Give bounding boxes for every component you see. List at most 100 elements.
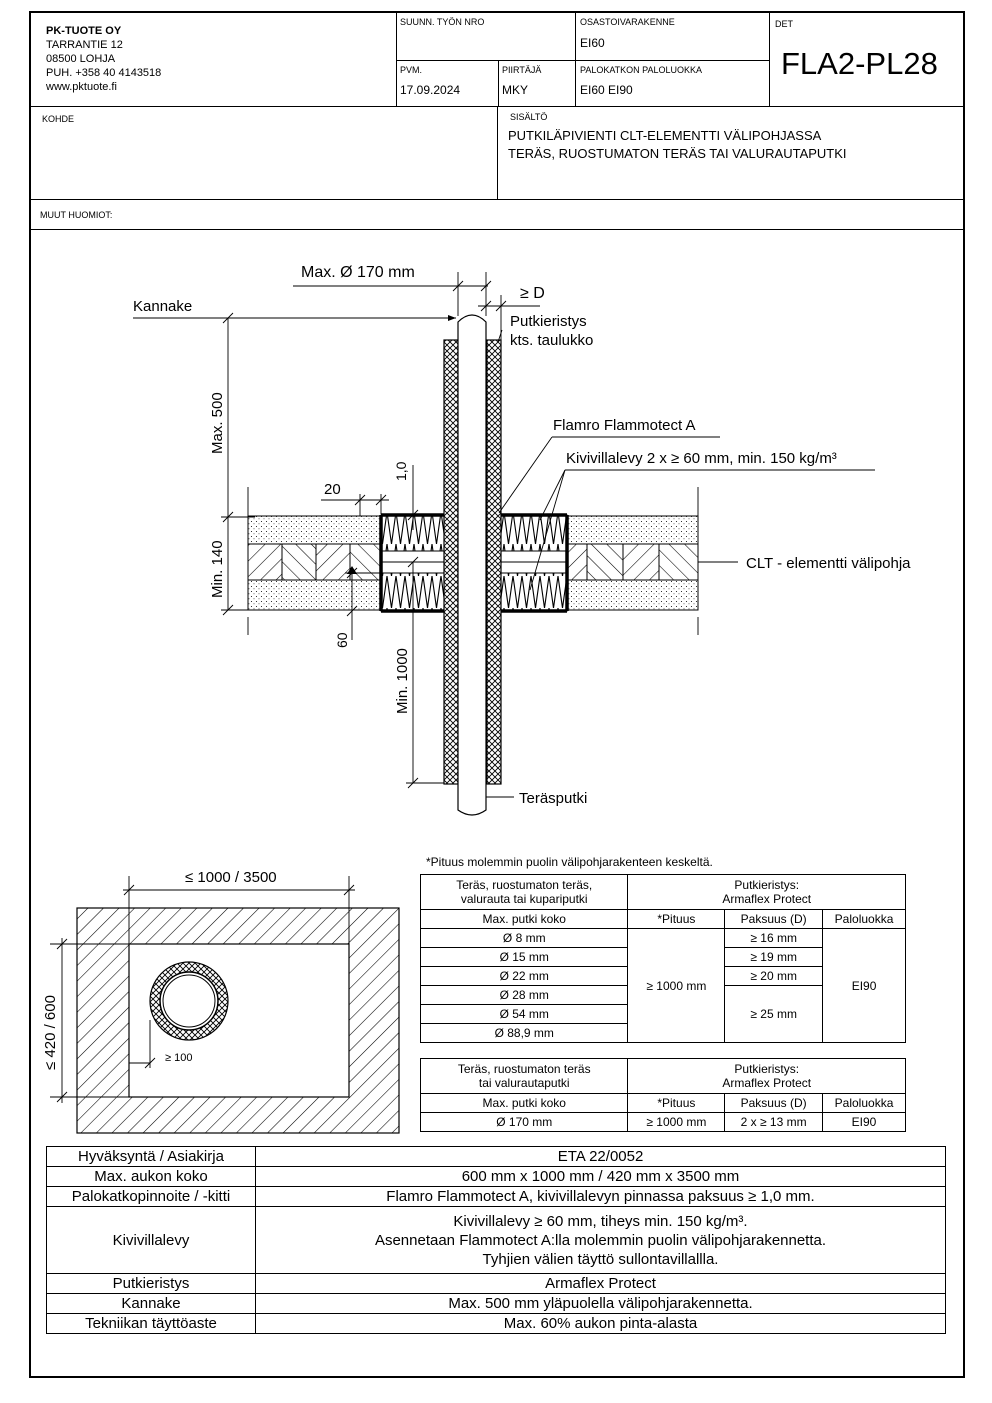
thickness-cell: ≥ 16 mm	[724, 928, 824, 948]
plan-height-label: ≤ 420 / 600	[42, 995, 59, 1070]
structure-value: EI60	[580, 36, 605, 50]
value-line: Tyhjien välien täyttö sullontavillallla.	[482, 1250, 719, 1268]
length-note: *Pituus molemmin puolin välipohjarakente…	[426, 855, 713, 869]
row-value: Kivivillalevy ≥ 60 mm, tiheys min. 150 k…	[255, 1206, 946, 1274]
thickness-cell: ≥ 20 mm	[724, 966, 824, 986]
header-line: tai valurautaputki	[478, 1076, 570, 1090]
content-label: SISÄLTÖ	[510, 112, 548, 122]
date-value: 17.09.2024	[400, 83, 461, 97]
header-line: valurauta tai kupariputki	[460, 892, 588, 906]
title-divider	[575, 12, 576, 106]
size-cell: Ø 22 mm	[419, 966, 629, 986]
plan-view	[76, 907, 400, 1134]
row-value: Max. 500 mm yläpuolella välipohjarakenne…	[255, 1293, 946, 1314]
det-label: DET	[775, 19, 793, 29]
size-header: Max. putki koko	[419, 909, 629, 929]
d-label: ≥ D	[520, 285, 545, 302]
header-line: Teräs, ruostumaton teräs,	[456, 878, 593, 892]
content-text: PUTKILÄPIVIENTI CLT-ELEMENTTI VÄLIPOHJAS…	[508, 127, 847, 163]
min140-label: Min. 140	[209, 540, 226, 598]
min1000-label: Min. 1000	[394, 648, 411, 714]
title-divider	[396, 12, 397, 106]
mineral-wool-label: Kivivillalevy 2 x ≥ 60 mm, min. 150 kg/m…	[566, 450, 837, 467]
length-header: *Pituus	[627, 1093, 726, 1113]
row-value: Max. 60% aukon pinta-alasta	[255, 1313, 946, 1334]
row-key: Hyväksyntä / Asiakirja	[46, 1146, 256, 1167]
drawer-label: PIIRTÄJÄ	[502, 65, 542, 75]
header-line: Teräs, ruostumaton teräs	[457, 1062, 591, 1076]
fire-class-value: EI60 EI90	[580, 83, 633, 97]
insulation-header: Putkieristys: Armaflex Protect	[627, 874, 906, 910]
company-phone: PUH. +358 40 4143518	[46, 67, 162, 79]
thickness-cell: 2 x ≥ 13 mm	[724, 1112, 824, 1132]
size-cell: Ø 8 mm	[419, 928, 629, 948]
row-key: Putkieristys	[46, 1273, 256, 1294]
size-cell: Ø 54 mm	[419, 1004, 629, 1024]
det-value: FLA2-PL28	[781, 46, 938, 81]
arrow-head	[448, 315, 456, 321]
title-divider	[30, 106, 964, 107]
insulation-ref-label: kts. taulukko	[510, 332, 593, 349]
flamro-label: Flamro Flammotect A	[553, 417, 696, 434]
row-key: Palokatkopinnoite / -kitti	[46, 1186, 256, 1207]
plan-width-label: ≤ 1000 / 3500	[185, 869, 277, 886]
row-key: Tekniikan täyttöaste	[46, 1313, 256, 1334]
class-header: Paloluokka	[822, 909, 906, 929]
spec-table-1: Teräs, ruostumaton teräs, valurauta tai …	[419, 874, 906, 1043]
row-value: Flamro Flammotect A, kivivillalevyn pinn…	[255, 1186, 946, 1207]
dim-20: 20	[324, 481, 341, 498]
hanger-label: Kannake	[133, 298, 192, 315]
content-line: TERÄS, RUOSTUMATON TERÄS TAI VALURAUTAPU…	[508, 146, 847, 161]
header-line: Putkieristys:	[734, 878, 800, 892]
value-line: Kivivillalevy ≥ 60 mm, tiheys min. 150 k…	[453, 1212, 748, 1230]
company-info: PK-TUOTE OY TARRANTIE 12 08500 LOHJA PUH…	[46, 24, 161, 94]
target-label: KOHDE	[42, 114, 75, 124]
length-cell: ≥ 1000 mm	[627, 928, 726, 1043]
max500-label: Max. 500	[209, 392, 226, 454]
clt-label: CLT - elementti välipohja	[746, 555, 911, 572]
size-cell: Ø 170 mm	[419, 1112, 629, 1132]
row-key: Kivivillalevy	[46, 1206, 256, 1274]
insulation-label: Putkieristys	[510, 313, 587, 330]
pipe-insulation	[443, 339, 502, 785]
mineral-wool-boards	[379, 513, 569, 613]
header-line: Putkieristys:	[734, 1062, 800, 1076]
title-divider	[30, 229, 964, 230]
company-street: TARRANTIE 12	[46, 39, 123, 51]
plan-gap-label: ≥ 100	[165, 1052, 192, 1064]
approval-table: Hyväksyntä / Asiakirja ETA 22/0052 Max. …	[46, 1146, 946, 1334]
row-key: Max. aukon koko	[46, 1166, 256, 1187]
thickness-cell: ≥ 25 mm	[724, 985, 824, 1043]
title-divider	[497, 107, 498, 199]
thickness-header: Paksuus (D)	[724, 909, 824, 929]
thickness-header: Paksuus (D)	[724, 1093, 824, 1113]
pipe-type-header: Teräs, ruostumaton teräs tai valurautapu…	[419, 1058, 629, 1094]
class-header: Paloluokka	[822, 1093, 906, 1113]
content-line: PUTKILÄPIVIENTI CLT-ELEMENTTI VÄLIPOHJAS…	[508, 128, 822, 143]
drawing-frame	[29, 11, 965, 1378]
structure-label: OSASTOIVARAKENNE	[580, 17, 675, 27]
header-line: Armaflex Protect	[722, 1076, 812, 1090]
length-header: *Pituus	[627, 909, 726, 929]
row-value: ETA 22/0052	[255, 1146, 946, 1167]
row-value: 600 mm x 1000 mm / 420 mm x 3500 mm	[255, 1166, 946, 1187]
notes-label: MUUT HUOMIOT:	[40, 210, 113, 220]
title-divider	[498, 60, 499, 106]
dim-60: 60	[334, 632, 350, 648]
company-name: PK-TUOTE OY	[46, 25, 122, 37]
spec-table-2: Teräs, ruostumaton teräs tai valurautapu…	[419, 1058, 906, 1132]
class-cell: EI90	[822, 1112, 906, 1132]
size-cell: Ø 88,9 mm	[419, 1023, 629, 1043]
dimension-lines	[133, 272, 875, 798]
company-city: 08500 LOHJA	[46, 53, 116, 65]
row-key: Kannake	[46, 1293, 256, 1314]
value-line: Asennetaan Flammotect A:lla molemmin puo…	[374, 1231, 827, 1249]
drawer-value: MKY	[502, 83, 529, 97]
arrow-head	[347, 566, 357, 574]
title-divider	[769, 12, 770, 106]
dim-1-0: 1,0	[393, 461, 409, 481]
size-header: Max. putki koko	[419, 1093, 629, 1113]
fire-class-label: PALOKATKON PALOLUOKKA	[580, 65, 703, 75]
row-value: Armaflex Protect	[255, 1273, 946, 1294]
max-dia-label: Max. Ø 170 mm	[301, 264, 415, 281]
